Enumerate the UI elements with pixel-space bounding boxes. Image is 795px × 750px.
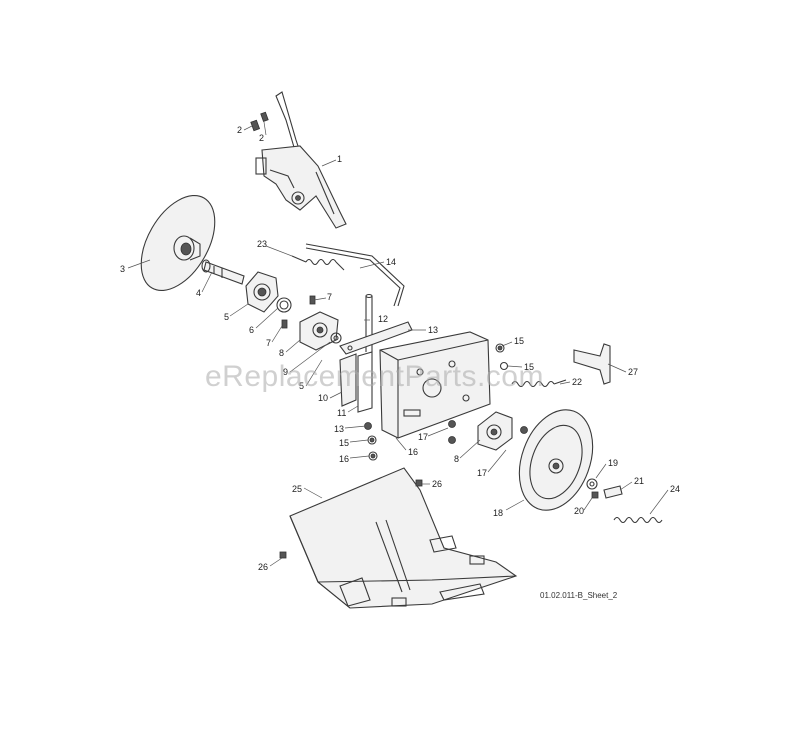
callout-19: 19: [608, 458, 618, 468]
spring-middle: [511, 379, 567, 388]
callout-3: 3: [120, 264, 125, 274]
callout-21: 21: [634, 476, 644, 486]
callout-18: 18: [493, 508, 503, 518]
fastener-cluster-right: [495, 343, 509, 371]
base-pan: [289, 467, 518, 609]
callout-17: 17: [477, 468, 487, 478]
callout-7: 7: [327, 292, 332, 302]
spring-lower: [613, 516, 663, 524]
callout-26: 26: [432, 479, 442, 489]
callout-8: 8: [279, 348, 284, 358]
bracket-27: [573, 343, 611, 385]
callout-9: 9: [283, 367, 288, 377]
washer-9: [330, 332, 342, 344]
callout-13: 13: [334, 424, 344, 434]
axle-hardware: [586, 478, 623, 499]
sheet-reference: 01.02.011-B_Sheet_2: [540, 591, 618, 600]
callout-14: 14: [386, 257, 396, 267]
snap-ring: [276, 297, 292, 313]
callout-25: 25: [292, 484, 302, 494]
bracket-10: [339, 351, 373, 413]
friction-disc: [140, 194, 216, 292]
callout-24: 24: [670, 484, 680, 494]
callout-12: 12: [378, 314, 388, 324]
leader-lines: [127, 121, 669, 567]
callout-11: 11: [337, 408, 346, 418]
callout-26: 26: [258, 562, 268, 572]
watermark-text: eReplacementParts.com: [205, 360, 544, 393]
callout-4: 4: [196, 288, 201, 298]
callout-8: 8: [454, 454, 459, 464]
callout-7: 7: [266, 338, 271, 348]
bearing-plate-right: [477, 411, 513, 451]
callout-16: 16: [408, 447, 418, 457]
drive-shaft: [201, 259, 245, 285]
callout-13: 13: [428, 325, 438, 335]
callout-23: 23: [257, 239, 267, 249]
shift-lever-assembly: [255, 91, 347, 229]
drive-pulley: [518, 409, 594, 511]
callout-15: 15: [524, 362, 534, 372]
callout-17: 17: [418, 432, 428, 442]
callout-15: 15: [514, 336, 524, 346]
callout-6: 6: [249, 325, 254, 335]
screw-set-26: [279, 479, 423, 559]
callout-2: 2: [259, 133, 264, 143]
bearing-plate-left: [299, 311, 339, 351]
callout-15: 15: [339, 438, 349, 448]
callout-2: 2: [237, 125, 242, 135]
callout-10: 10: [318, 393, 328, 403]
callout-27: 27: [628, 367, 638, 377]
callout-5: 5: [299, 381, 304, 391]
callout-labels: 1 2 2 3 4 5 5 6 7 7 8 8 9 10 11 12 13 13…: [120, 125, 680, 572]
callout-16: 16: [339, 454, 349, 464]
callout-5: 5: [224, 312, 229, 322]
main-frame-plate: [379, 331, 491, 439]
callout-1: 1: [337, 154, 342, 164]
fastener-cluster-left: [364, 422, 378, 461]
callout-22: 22: [572, 377, 582, 387]
nut-set-17: [448, 420, 528, 444]
pin-set: [250, 111, 269, 132]
spring-upper: [291, 255, 345, 271]
bearing-flange: [245, 271, 279, 313]
shift-rod: [305, 243, 405, 307]
callout-20: 20: [574, 506, 584, 516]
